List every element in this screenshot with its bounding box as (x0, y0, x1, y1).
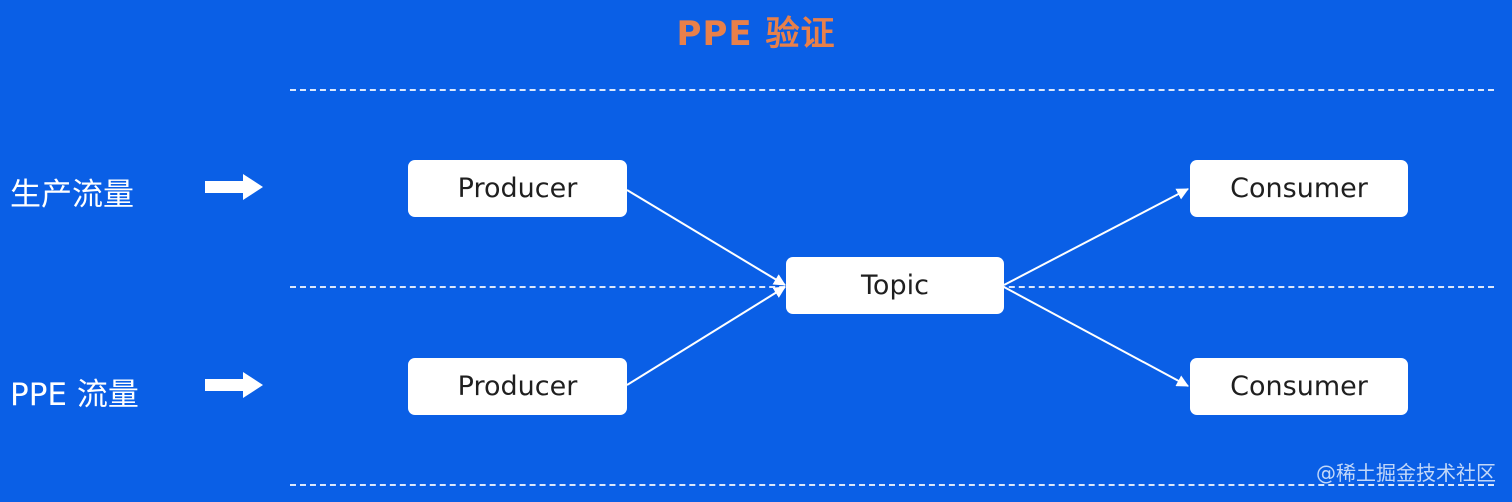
lane-divider-bottom (290, 484, 1494, 486)
producer-node-production: Producer (408, 160, 627, 217)
right-arrow-icon (205, 372, 263, 398)
topic-node: Topic (786, 257, 1004, 314)
diagram-title: PPE 验证 (676, 14, 836, 54)
row-label-ppe-traffic: PPE 流量 (10, 377, 139, 413)
edge-producer-bottom-to-topic (626, 286, 786, 386)
consumer-node-production: Consumer (1190, 160, 1408, 217)
lane-divider-top (290, 89, 1494, 91)
row-label-production-traffic: 生产流量 (10, 177, 134, 213)
right-arrow-icon (205, 174, 263, 200)
watermark: @稀土掘金技术社区 (1316, 461, 1496, 485)
edge-topic-to-consumer-bottom (1003, 286, 1189, 387)
edge-topic-to-consumer-top (1003, 188, 1189, 286)
producer-node-ppe: Producer (408, 358, 627, 415)
edge-producer-top-to-topic (626, 189, 786, 286)
consumer-node-ppe: Consumer (1190, 358, 1408, 415)
